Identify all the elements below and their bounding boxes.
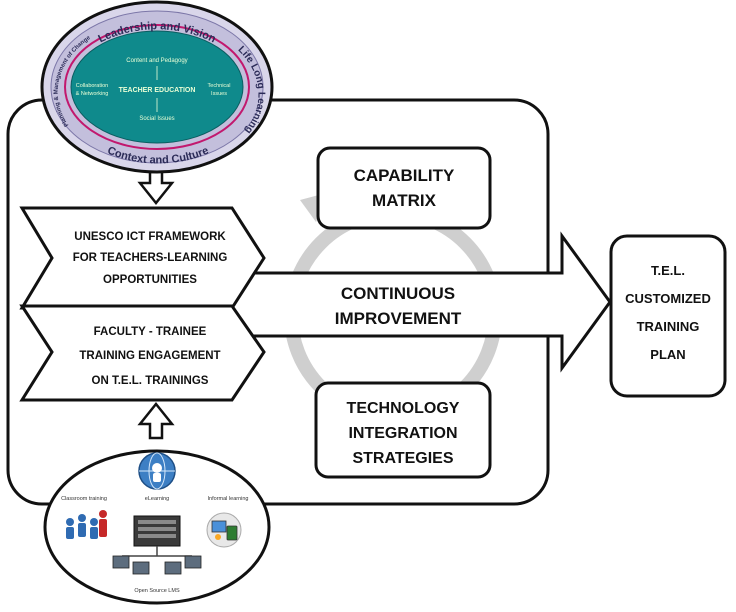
capability-label-2: MATRIX [372,191,437,210]
output-label-1: T.E.L. [651,263,685,278]
inner-center-label: TEACHER EDUCATION [119,87,196,94]
informal-learning-devices-icon [206,512,242,548]
inner-right-label-1: Technical [208,83,231,89]
continuous-label-2: IMPROVEMENT [335,309,462,328]
label-classroom: Classroom training [61,496,107,502]
unesco-framework-oval: Leadership and Vision Context and Cultur… [40,0,274,174]
unesco-label-3: OPPORTUNITIES [103,274,197,286]
technology-integration-box [314,381,492,479]
faculty-label-1: FACULTY - TRAINEE [94,326,207,338]
inner-left-label-2: & Networking [76,91,109,97]
output-label-2: CUSTOMIZED [625,291,711,306]
label-elearning: eLearning [145,496,169,502]
technology-label-3: STRATEGIES [352,450,453,467]
unesco-label-2: FOR TEACHERS-LEARNING [73,252,228,264]
open-source-lms-servers-icon [112,515,202,575]
up-arrow-icon [137,401,175,440]
elearning-globe-icon [138,452,176,490]
faculty-label-2: TRAINING ENGAGEMENT [79,350,220,362]
faculty-engagement-arrow [19,304,266,402]
continuous-improvement-arrow [230,231,612,373]
output-label-4: PLAN [650,347,685,362]
tel-training-plan-box [609,234,727,398]
inner-bottom-label: Social Issues [139,116,174,122]
down-arrow-icon [137,168,175,206]
capability-label-1: CAPABILITY [354,166,455,185]
capability-matrix-box [316,146,492,230]
inner-right-label-2: Issues [211,91,227,97]
technology-label-1: TECHNOLOGY [347,400,460,417]
label-informal: Informal learning [208,496,249,502]
inner-top-label: Content and Pedagogy [126,58,187,64]
label-open-source-lms: Open Source LMS [134,588,180,594]
inner-left-label-1: Collaboration [76,83,108,89]
classroom-people-icon [66,510,107,539]
continuous-label-1: CONTINUOUS [341,284,455,303]
technology-label-2: INTEGRATION [348,425,457,442]
output-label-3: TRAINING [637,319,700,334]
unesco-label-1: UNESCO ICT FRAMEWORK [74,231,226,243]
learning-modes-oval: eLearning Classroom training Informal le… [43,449,271,605]
faculty-label-3: ON T.E.L. TRAININGS [92,375,209,387]
